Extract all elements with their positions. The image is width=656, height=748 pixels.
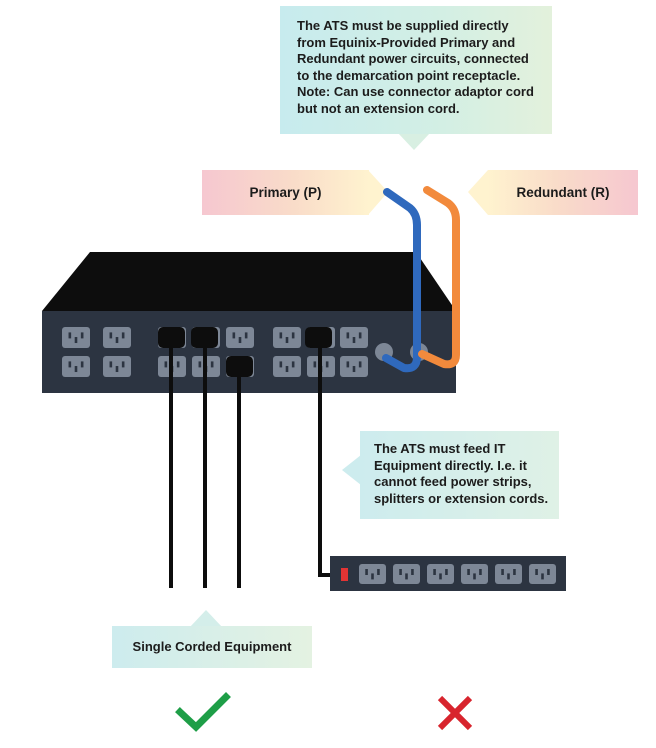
check-icon (175, 692, 231, 732)
callout-line: The ATS must be supplied directly (297, 18, 509, 33)
callout-line: Equipment directly. I.e. it (374, 457, 527, 473)
plug-1 (158, 327, 185, 348)
callout-line: cannot feed power strips, (374, 474, 532, 489)
primary-tag-arrow (368, 170, 388, 215)
ats-outlet (103, 327, 131, 348)
callout-line: splitters or extension cords. (374, 490, 549, 506)
redundant-power-cord (418, 186, 460, 369)
plug-2 (191, 327, 218, 348)
ats-outlet (62, 327, 90, 348)
redundant-tag-arrow (468, 170, 488, 215)
ats-device-top (42, 252, 456, 311)
power-strip-outlets (359, 564, 556, 584)
ats-outlet-panel (62, 327, 368, 377)
ats-outlet (340, 356, 368, 377)
power-strip-outlet (359, 564, 386, 584)
power-strip-outlet (529, 564, 556, 584)
primary-power-cord (382, 188, 421, 373)
power-strip-outlet (461, 564, 488, 584)
ats-supply-callout: The ATS must be supplied directly from E… (280, 6, 552, 134)
power-strip-switch (341, 568, 348, 581)
cross-icon (437, 695, 473, 731)
ats-outlet (340, 327, 368, 348)
power-strip-outlet (427, 564, 454, 584)
primary-label: Primary (P) (202, 170, 369, 215)
output-cords (169, 346, 335, 588)
power-strip-outlet (495, 564, 522, 584)
callout-line: Redundant power circuits, connected (297, 51, 529, 66)
ats-outlet (103, 356, 131, 377)
ats-device (42, 252, 456, 393)
callout-line: but not an extension cord. (297, 100, 460, 116)
power-strip-outlet (393, 564, 420, 584)
plug-3 (226, 356, 253, 377)
ats-feed-callout: The ATS must feed IT Equipment directly.… (360, 431, 559, 519)
ats-outlet (226, 327, 254, 348)
callout-line: to the demarcation point receptacle. (297, 67, 521, 83)
power-strip (330, 556, 566, 591)
callout-line: The ATS must feed IT (374, 441, 506, 456)
callout-line: from Equinix-Provided Primary and (297, 34, 516, 50)
single-corded-callout-pointer (190, 610, 222, 627)
redundant-label: Redundant (R) (488, 170, 638, 215)
ats-device-front (42, 311, 456, 393)
ats-outlet (62, 356, 90, 377)
ats-supply-callout-pointer (398, 133, 430, 150)
ats-outlet (273, 356, 301, 377)
plugs (158, 327, 332, 377)
ats-feed-callout-pointer (342, 455, 361, 485)
single-corded-equipment-label: Single Corded Equipment (112, 626, 312, 668)
plug-4 (305, 327, 332, 348)
ats-outlet (273, 327, 301, 348)
callout-line: Note: Can use connector adaptor cord (297, 84, 534, 99)
